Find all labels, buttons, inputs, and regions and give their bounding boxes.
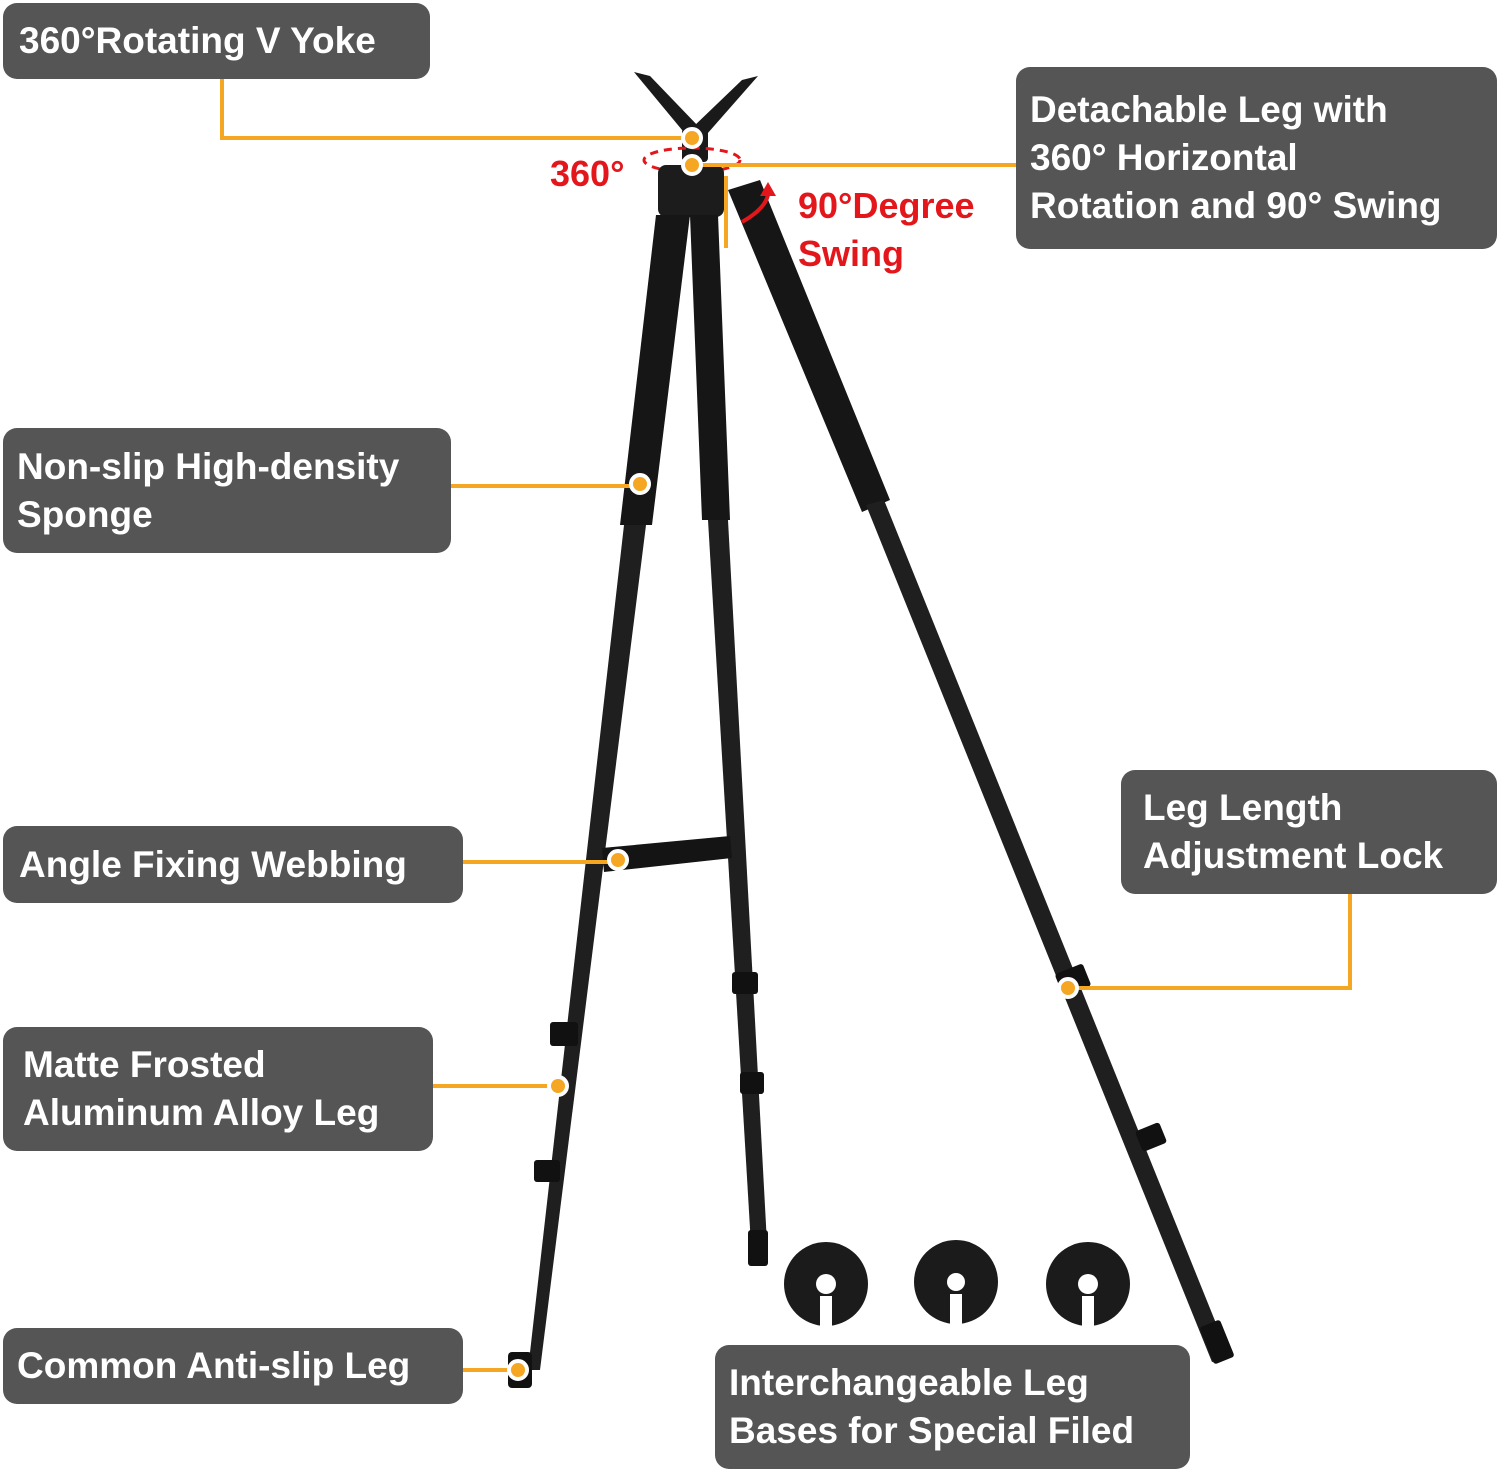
- leg-base-icon: [784, 1242, 868, 1326]
- callout-text: 360° Horizontal: [1030, 137, 1298, 178]
- tripod-head: [658, 165, 724, 217]
- swing-text-line1: 90°Degree: [798, 185, 975, 226]
- rotation-label: 360°: [550, 150, 624, 198]
- callout-text: Leg Length: [1143, 787, 1343, 828]
- callout-webbing: Angle Fixing Webbing: [3, 826, 463, 903]
- swing-text-line2: Swing: [798, 233, 904, 274]
- callout-v-yoke: 360°Rotating V Yoke: [3, 3, 430, 79]
- callout-sponge: Non-slip High-density Sponge: [3, 428, 451, 553]
- callout-aluminum-leg: Matte Frosted Aluminum Alloy Leg: [3, 1027, 433, 1151]
- callout-detachable-leg: Detachable Leg with 360° Horizontal Rota…: [1016, 67, 1497, 249]
- middle-leg: [690, 215, 768, 1266]
- callout-text: 360°Rotating V Yoke: [19, 20, 376, 61]
- callout-leg-bases: Interchangeable Leg Bases for Special Fi…: [715, 1345, 1190, 1469]
- callout-text: Sponge: [17, 493, 153, 535]
- callout-text: Detachable Leg with: [1030, 89, 1388, 130]
- callout-anti-slip-leg: Common Anti-slip Leg: [3, 1328, 463, 1404]
- callout-text: Non-slip High-density: [17, 445, 400, 487]
- callout-length-lock: Leg Length Adjustment Lock: [1121, 770, 1497, 894]
- callout-text: Aluminum Alloy Leg: [23, 1092, 380, 1133]
- callout-text: Bases for Special Filed: [729, 1410, 1135, 1451]
- rotation-text: 360°: [550, 153, 625, 194]
- callout-text: Rotation and 90° Swing: [1030, 185, 1442, 226]
- callout-markers: [507, 127, 1079, 1381]
- leader-lines: [220, 78, 1352, 1372]
- webbing-strap: [602, 836, 732, 872]
- leg-base-icon: [1046, 1242, 1130, 1326]
- left-leg: [508, 215, 690, 1388]
- callout-text: Angle Fixing Webbing: [19, 843, 407, 885]
- callout-text: Common Anti-slip Leg: [17, 1345, 411, 1386]
- swing-label: 90°Degree Swing: [798, 182, 975, 278]
- callout-text: Adjustment Lock: [1143, 835, 1444, 876]
- callout-text: Interchangeable Leg: [729, 1362, 1089, 1403]
- callout-text: Matte Frosted: [23, 1044, 266, 1085]
- leg-base-icon: [914, 1240, 998, 1324]
